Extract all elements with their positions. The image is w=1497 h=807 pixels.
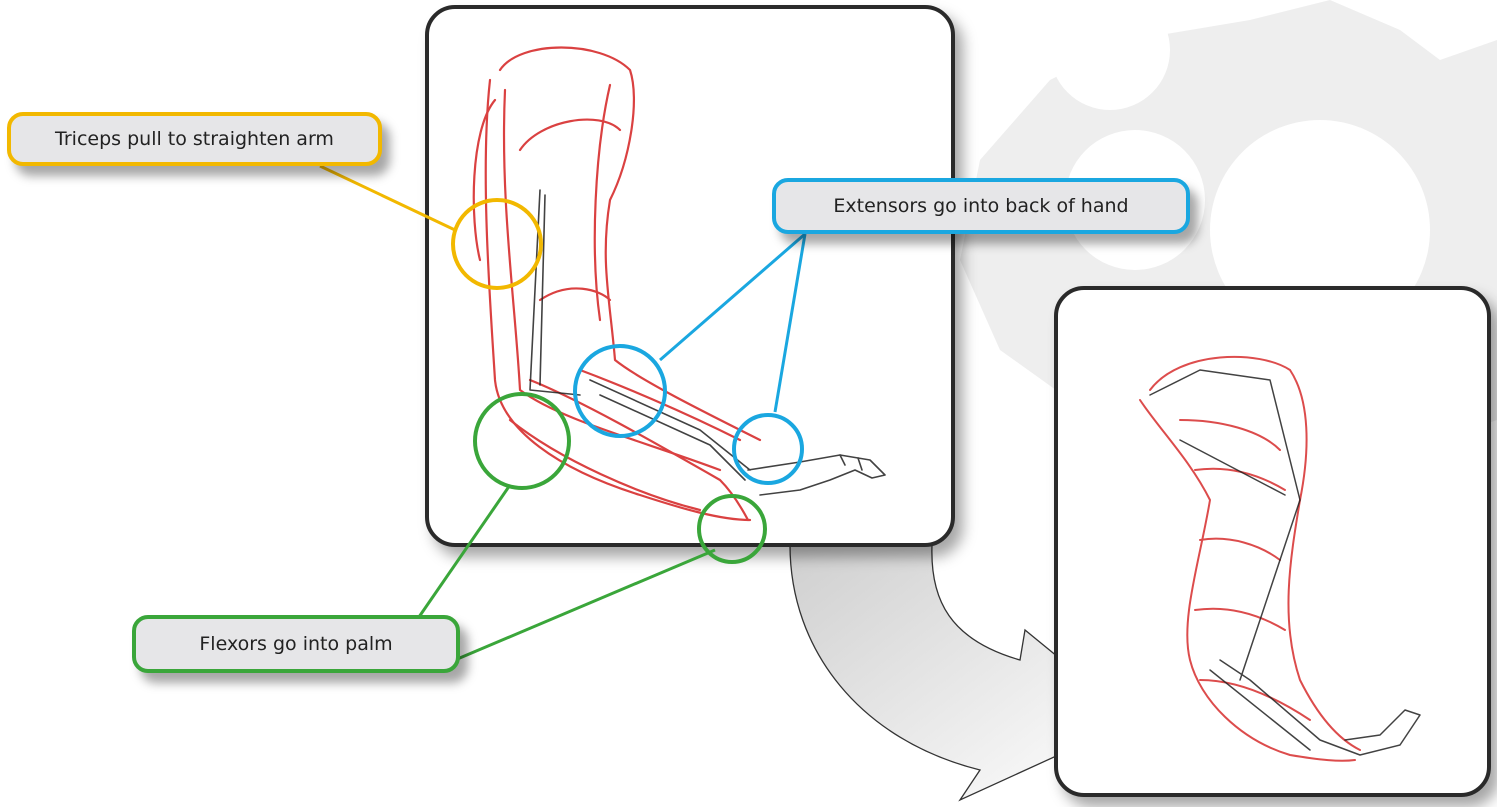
flexors-label: Flexors go into palm [132, 615, 460, 673]
flexors-leader-line-2 [455, 550, 715, 660]
extensors-label: Extensors go into back of hand [772, 178, 1190, 234]
arm-sketch-panel-2 [1056, 288, 1489, 795]
triceps-label: Triceps pull to straighten arm [7, 112, 382, 166]
